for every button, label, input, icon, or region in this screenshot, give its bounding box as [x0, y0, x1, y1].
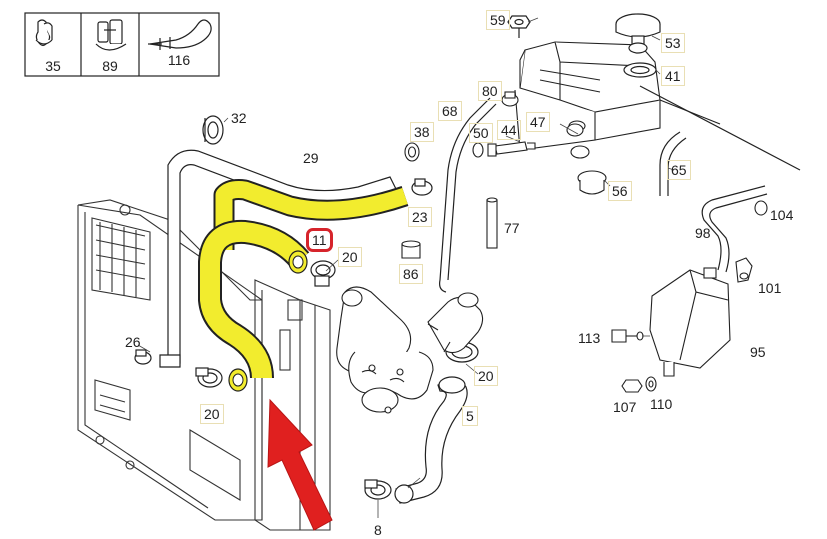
callout-5: 5	[462, 406, 478, 426]
callout-110: 110	[650, 396, 673, 412]
callout-38: 38	[410, 122, 434, 142]
callout-65: 65	[667, 160, 691, 180]
callout-32: 32	[231, 110, 247, 126]
callout-98: 98	[695, 225, 711, 241]
callout-8: 8	[374, 522, 382, 538]
expansion-tank	[514, 41, 661, 159]
grommet-86	[401, 240, 421, 259]
callout-59: 59	[486, 10, 510, 30]
clamp-20-left	[195, 367, 223, 388]
leader-lines	[137, 17, 675, 518]
clamp-47	[566, 123, 584, 137]
clamp-80	[501, 91, 519, 107]
radiator-core	[254, 279, 331, 531]
bolt-113	[611, 329, 644, 343]
clamp-26	[134, 349, 152, 365]
callout-29: 29	[303, 150, 319, 166]
callout-80: 80	[478, 81, 502, 101]
clamp-20-upper	[310, 260, 336, 287]
washer-reservoir-95	[649, 267, 731, 377]
callout-68: 68	[438, 101, 462, 121]
red-pointer-arrow	[267, 398, 333, 531]
hose-68	[439, 97, 497, 293]
legend-label-35: 35	[45, 58, 61, 74]
callout-95: 95	[750, 344, 766, 360]
hose-11-highlighted	[198, 179, 409, 392]
sensor-44	[487, 141, 536, 157]
legend-label-89: 89	[102, 58, 118, 74]
clamp-8	[364, 479, 392, 500]
callout-20-left: 20	[200, 404, 224, 424]
callout-26: 26	[125, 334, 141, 350]
callout-11-highlighted: 11	[306, 228, 333, 252]
clamp-23	[411, 178, 433, 196]
callout-113: 113	[578, 330, 601, 346]
callout-107: 107	[613, 399, 637, 415]
double-clip-icon	[95, 19, 127, 51]
callout-77: 77	[504, 220, 520, 236]
legend-box	[24, 12, 220, 77]
callout-20-right: 20	[474, 366, 498, 386]
nut-107	[621, 379, 643, 393]
hose-5	[394, 376, 468, 504]
legend-label-116: 116	[167, 52, 191, 68]
hose-98	[639, 85, 801, 273]
radiator-cap-53	[615, 13, 661, 54]
hose-clamp-clip-icon	[35, 19, 53, 47]
callout-104: 104	[770, 207, 794, 223]
seal-50	[472, 142, 484, 158]
callout-20-upper: 20	[338, 247, 362, 267]
callout-56: 56	[608, 181, 632, 201]
pipe-77	[486, 197, 498, 249]
callout-44: 44	[497, 120, 521, 140]
grommet-38	[404, 142, 420, 162]
callout-53: 53	[661, 33, 685, 53]
callout-41: 41	[661, 66, 685, 86]
hose-65	[659, 131, 687, 196]
seal-41	[623, 62, 657, 78]
thermostat-cover	[427, 292, 484, 354]
callout-23: 23	[408, 207, 432, 227]
nut-59	[507, 15, 531, 38]
callout-50: 50	[469, 123, 493, 143]
callout-86: 86	[399, 264, 423, 284]
grommet-56	[577, 170, 607, 195]
cable-tie-clip-icon	[148, 19, 212, 50]
clamp-104	[754, 200, 768, 216]
washer-110	[645, 376, 657, 392]
clip-101	[735, 257, 753, 283]
callout-47: 47	[526, 112, 550, 132]
callout-101: 101	[758, 280, 782, 296]
thermostat-housing	[336, 286, 434, 414]
grommet-32	[202, 115, 224, 145]
